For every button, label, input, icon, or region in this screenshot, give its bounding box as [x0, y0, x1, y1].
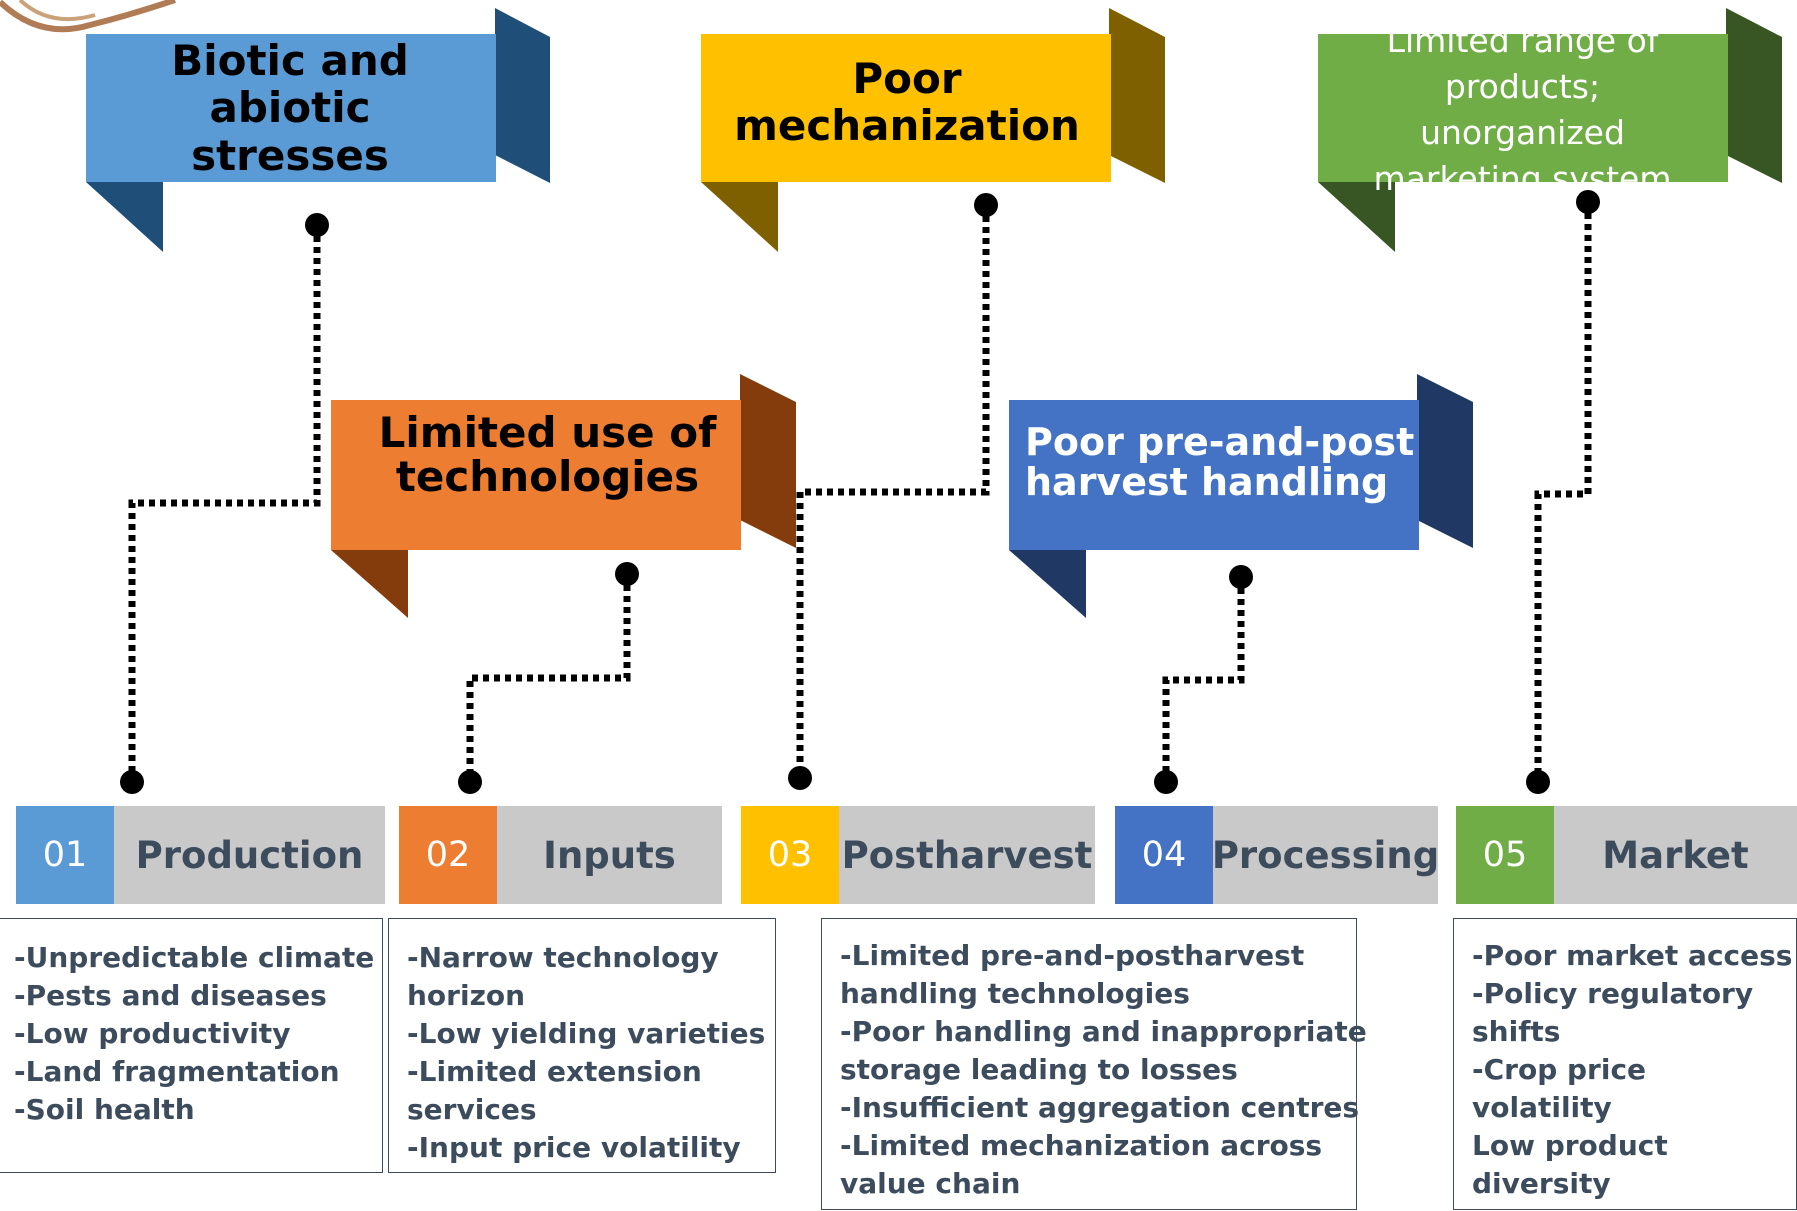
connector-processing — [1162, 577, 1245, 782]
ribbon-marketing-label: Limited range of products; unorganized m… — [1373, 20, 1672, 199]
connector-dot — [1576, 190, 1600, 214]
stage-number: 02 — [399, 806, 497, 904]
stage-label: Market — [1554, 806, 1797, 904]
connector-dot — [120, 770, 144, 794]
stage-label: Production — [114, 806, 385, 904]
issues-production: -Unpredictable climate -Pests and diseas… — [0, 918, 383, 1173]
issues-postharvest: -Limited pre-and-postharvest handling te… — [821, 918, 1367, 1210]
issue-item: -Poor market access — [1472, 939, 1793, 972]
issue-item: horizon — [407, 979, 526, 1012]
issue-item: -Low productivity — [14, 1017, 291, 1050]
connector-dot — [615, 562, 639, 586]
connector-production — [128, 225, 321, 782]
connector-dot — [1526, 770, 1550, 794]
stage-postharvest: 03 Postharvest — [741, 806, 1095, 904]
issue-item: volatility — [1472, 1091, 1612, 1124]
issue-item: Low product — [1472, 1129, 1668, 1162]
connector-dots — [120, 190, 1600, 794]
connector-lines — [128, 202, 1592, 782]
stage-label: Processing — [1212, 806, 1439, 904]
connector-dot — [788, 766, 812, 790]
connector-dot — [305, 213, 329, 237]
ribbon-biotic — [86, 8, 550, 252]
issue-item: shifts — [1472, 1015, 1561, 1048]
ribbon-mechanization — [701, 8, 1165, 252]
stage-number: 03 — [741, 806, 839, 904]
issue-item: -Land fragmentation — [14, 1055, 340, 1088]
issue-item: -Insufficient aggregation centres — [840, 1091, 1360, 1124]
stage-label: Postharvest — [839, 806, 1095, 904]
stage-market: 05 Market — [1456, 806, 1797, 904]
issue-item: storage leading to losses — [840, 1053, 1238, 1086]
issue-item: -Soil health — [14, 1093, 195, 1126]
connector-dot — [458, 770, 482, 794]
ribbon-handling — [1009, 374, 1473, 618]
stage-number: 01 — [16, 806, 114, 904]
issue-item: -Limited extension — [407, 1055, 702, 1088]
stage-label: Inputs — [497, 806, 722, 904]
issues-inputs: -Narrow technology horizon -Low yielding… — [388, 918, 776, 1173]
connector-inputs — [466, 574, 631, 782]
issue-item: -Narrow technology — [407, 941, 719, 974]
connector-market — [1534, 202, 1592, 782]
stage-inputs: 02 Inputs — [399, 806, 722, 904]
logo-fragment — [0, 0, 176, 33]
issue-item: -Policy regulatory — [1472, 977, 1754, 1010]
issue-item: -Pests and diseases — [14, 979, 327, 1012]
issue-item: value chain — [840, 1167, 1021, 1200]
issue-item: -Low yielding varieties — [407, 1017, 766, 1050]
issue-item: -Poor handling and inappropriate — [840, 1015, 1367, 1048]
issue-item: diversity — [1472, 1167, 1611, 1200]
connector-postharvest — [796, 205, 990, 778]
issue-item: -Unpredictable climate — [14, 941, 375, 974]
issue-item: -Input price volatility — [407, 1131, 741, 1164]
stage-number: 04 — [1115, 806, 1213, 904]
stage-production: 01 Production — [16, 806, 385, 904]
ribbon-technologies — [331, 374, 796, 618]
stage-number: 05 — [1456, 806, 1554, 904]
ribbon-technologies-label: Limited use of technologies — [378, 407, 717, 501]
issue-item: -Crop price — [1472, 1053, 1647, 1086]
connector-dot — [1229, 565, 1253, 589]
stage-processing: 04 Processing — [1115, 806, 1439, 904]
ribbon-biotic-label: Biotic and abiotic stresses — [171, 36, 409, 180]
connector-dot — [1154, 770, 1178, 794]
ribbon-mechanization-label: Poor mechanization — [734, 53, 1080, 150]
connector-dot — [974, 193, 998, 217]
issue-item: -Limited pre-and-postharvest — [840, 939, 1305, 972]
ribbon-handling-label: Poor pre-and-post harvest handling — [1025, 419, 1415, 504]
ribbon-marketing — [1318, 8, 1782, 252]
issue-item: services — [407, 1093, 537, 1126]
issue-item: handling technologies — [840, 977, 1190, 1010]
issue-item: -Limited mechanization across — [840, 1129, 1323, 1162]
issues-market: -Poor market access -Policy regulatory s… — [1453, 918, 1797, 1210]
